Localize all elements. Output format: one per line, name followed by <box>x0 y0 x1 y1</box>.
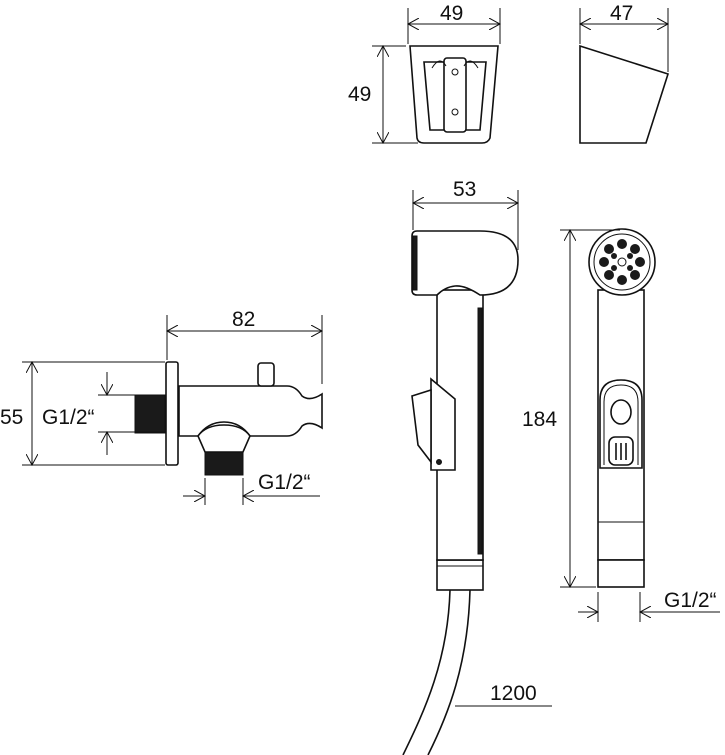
valve-outlet-thread-label: G1/2“ <box>258 471 311 494</box>
holder-width-label: 49 <box>440 2 463 25</box>
hose-length-label: 1200 <box>490 682 537 705</box>
handset-front-view: 184 G1/2“ <box>522 228 720 622</box>
holder-height-label: 49 <box>348 83 371 106</box>
spray-nozzles <box>599 239 645 285</box>
handset-side-view: 53 1200 <box>402 178 552 755</box>
handset-thread-label: G1/2“ <box>664 589 717 612</box>
holder-side-view: 47 <box>580 2 670 144</box>
valve-inlet-thread-label: G1/2“ <box>42 406 95 429</box>
valve-length-label: 82 <box>232 308 255 331</box>
handset-depth-label: 53 <box>453 178 476 201</box>
handset-length-label: 184 <box>522 408 557 431</box>
valve-height-label: 55 <box>0 406 23 429</box>
holder-front-view: 49 49 <box>348 2 500 143</box>
holder-depth-label: 47 <box>610 2 633 25</box>
angle-valve: 82 55 G1/2“ G1/2“ <box>0 308 322 505</box>
